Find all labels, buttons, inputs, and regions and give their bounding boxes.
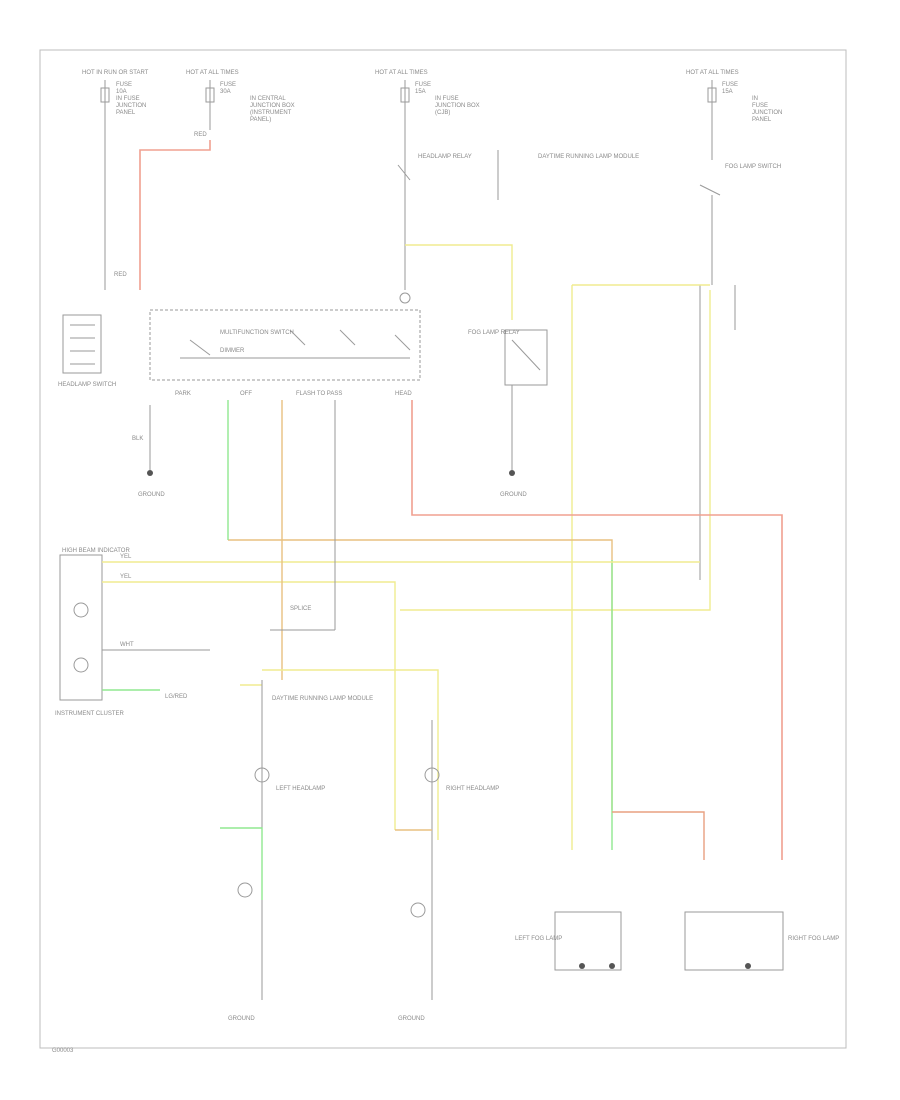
right-headlamp-ground: GROUND [398, 1016, 425, 1022]
cluster-hi-beam-label: HIGH BEAM INDICATOR [62, 548, 130, 554]
fuse-1-line-1: 10A [116, 89, 127, 95]
fuse-4-line-4: JUNCTION [752, 110, 782, 116]
right-fog-lamp: RIGHT FOG LAMP [684, 911, 839, 971]
fuse-2-line-5: PANEL) [250, 117, 271, 123]
fuse-2-line-0: FUSE [220, 82, 236, 88]
right-fog-lamp-label: RIGHT FOG LAMP [788, 936, 839, 942]
fuse-3-line-3: JUNCTION BOX [435, 103, 480, 109]
red-wire-left-label: RED [114, 272, 127, 278]
left-fog-lamp: LEFT FOG LAMP [515, 911, 622, 971]
fuse-4-line-2: IN [752, 96, 758, 102]
fuse-4: HOT AT ALL TIMES FUSE 15A IN FUSE JUNCTI… [686, 70, 782, 160]
left-fog-lamp-label: LEFT FOG LAMP [515, 936, 562, 942]
right-headlamp: RIGHT HEADLAMP GROUND [395, 720, 499, 1022]
cluster-wire-3: WHT [120, 642, 134, 648]
ground-left: BLK GROUND [132, 405, 165, 498]
park-label: PARK [175, 391, 191, 397]
cluster-hi-beam-wire: LG/RED [165, 694, 188, 700]
fuse-2-line-2: IN CENTRAL [250, 96, 286, 102]
multifunction-switch: MULTIFUNCTION SWITCH DIMMER PARK OFF FLA… [149, 309, 421, 397]
orange-wire [228, 539, 613, 810]
fuse-1-line-3: JUNCTION [116, 103, 146, 109]
headlamp-switch: HEADLAMP SWITCH [58, 314, 116, 388]
fuse-2-line-1: 30A [220, 89, 231, 95]
left-headlamp-ground: GROUND [228, 1016, 255, 1022]
ground-relay-label: GROUND [500, 492, 527, 498]
fuse-4-header: HOT AT ALL TIMES [686, 70, 739, 76]
off-label: OFF [240, 391, 252, 397]
instrument-cluster: HIGH BEAM INDICATOR INSTRUMENT CLUSTER [55, 548, 130, 717]
fuse-2: HOT AT ALL TIMES FUSE 30A IN CENTRAL JUN… [186, 70, 295, 130]
footer-code: G00003 [52, 1048, 74, 1054]
dimmer-label: DIMMER [220, 348, 245, 354]
fuse-4-line-1: 15A [722, 89, 733, 95]
right-headlamp-label: RIGHT HEADLAMP [446, 786, 499, 792]
fuse-4-line-0: FUSE [722, 82, 738, 88]
drl-module-label: DAYTIME RUNNING LAMP MODULE [538, 154, 639, 160]
left-headlamp: DAYTIME RUNNING LAMP MODULE LEFT HEADLAM… [220, 680, 373, 1022]
fuse-3-line-0: FUSE [415, 82, 431, 88]
fuse-2-header: HOT AT ALL TIMES [186, 70, 239, 76]
fuse-1-line-4: PANEL [116, 110, 136, 116]
left-headlamp-label: LEFT HEADLAMP [276, 786, 325, 792]
fuse-4-line-3: FUSE [752, 103, 768, 109]
fog-lamp-relay-label: FOG LAMP RELAY [468, 330, 520, 336]
headlamp-switch-label: HEADLAMP SWITCH [58, 382, 116, 388]
multifunction-switch-label: MULTIFUNCTION SWITCH [220, 330, 294, 336]
ground-left-label: GROUND [138, 492, 165, 498]
head-label: HEAD [395, 391, 412, 397]
cluster-wire-1: YEL [120, 554, 132, 560]
fuse-3: HOT AT ALL TIMES FUSE 15A IN FUSE JUNCTI… [375, 70, 480, 160]
fuse-4-line-5: PANEL [752, 117, 772, 123]
fuse-2-line-4: (INSTRUMENT [250, 110, 292, 116]
ground-left-wire: BLK [132, 436, 143, 442]
fuse-1-line-2: IN FUSE [116, 96, 140, 102]
fuse-2-line-3: JUNCTION BOX [250, 103, 295, 109]
left-headlamp-drl-label: DAYTIME RUNNING LAMP MODULE [272, 696, 373, 702]
fuse-3-line-2: IN FUSE [435, 96, 459, 102]
flash-to-pass-label: FLASH TO PASS [296, 391, 342, 397]
headlamp-relay: HEADLAMP RELAY DAYTIME RUNNING LAMP MODU… [397, 150, 639, 498]
splice-label: SPLICE [290, 606, 311, 612]
fuse-3-header: HOT AT ALL TIMES [375, 70, 428, 76]
fuse-1-header: HOT IN RUN OR START [82, 70, 149, 76]
red-wire-upper: RED RED [114, 132, 211, 290]
diagram-frame [39, 49, 847, 1049]
cluster-wire-2: YEL [120, 574, 132, 580]
fuse-3-line-4: (CJB) [435, 110, 450, 116]
red-wire-upper-label: RED [194, 132, 207, 138]
fuse-3-line-1: 15A [415, 89, 426, 95]
headlamp-relay-label: HEADLAMP RELAY [418, 154, 472, 160]
fog-lamp-switch-label: FOG LAMP SWITCH [725, 164, 781, 170]
fog-lamp-switch: FOG LAMP SWITCH [699, 164, 781, 580]
cluster-label: INSTRUMENT CLUSTER [55, 711, 125, 717]
red-wire-lower [411, 400, 783, 860]
fuse-1: HOT IN RUN OR START FUSE 10A IN FUSE JUN… [82, 70, 149, 290]
fuse-1-line-0: FUSE [116, 82, 132, 88]
